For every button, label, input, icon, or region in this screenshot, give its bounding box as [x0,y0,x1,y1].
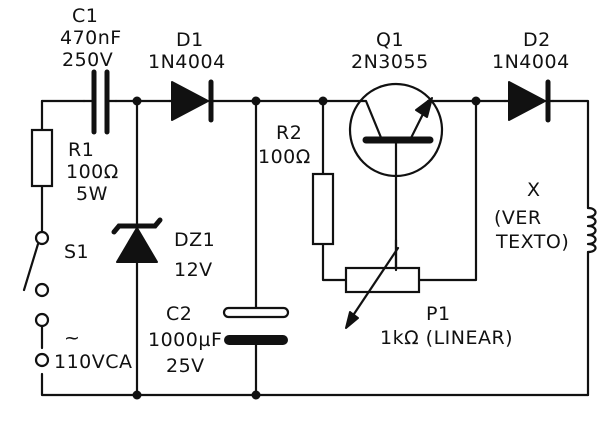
supply-terminal [34,352,50,368]
diode-d2 [503,79,555,123]
label-supply: 110VCA [54,351,133,373]
label-d2-ref: D2 [523,29,551,51]
junction-dot [318,96,328,106]
label-r1-value: 100Ω [66,161,119,183]
label-c1-value: 470nF [60,27,122,49]
label-d1-ref: D1 [176,29,204,51]
wire-p1-to-emitter [417,99,478,282]
label-x-note2: TEXTO) [495,231,569,253]
label-x-note1: (VER [494,207,542,229]
wire-r2-to-p1 [321,242,348,282]
label-r2-ref: R2 [276,122,302,144]
wire-supply-bottom [40,372,590,397]
transistor-q1 [348,82,444,178]
junction-dot [132,96,142,106]
label-d2-part: 1N4004 [492,51,570,73]
label-r1-ref: R1 [68,139,94,161]
potentiometer-p1 [344,238,421,329]
label-c1-rating: 250V [62,49,113,71]
label-d1-part: 1N4004 [148,51,226,73]
junctions [132,96,481,400]
label-dz1-ref: DZ1 [174,229,215,251]
junction-dot [251,96,261,106]
coil-load-x [586,206,597,254]
junction-dot [251,390,261,400]
label-r1-power: 5W [76,183,108,205]
label-c2-ref: C2 [166,303,192,325]
junction-dot [471,96,481,106]
capacitor-c1 [82,69,118,135]
label-c2-value: 1000µF [148,329,222,351]
label-q1-part: 2N3055 [351,51,429,73]
label-r2-value: 100Ω [258,146,311,168]
label-q1-ref: Q1 [376,29,404,51]
label-dz1-voltage: 12V [174,259,213,281]
resistor-r1 [30,128,54,188]
junction-dot [132,390,142,400]
label-c1-ref: C1 [72,5,98,27]
wires [40,99,590,397]
zener-dz1 [111,217,163,263]
diode-d1 [168,79,216,123]
label-c2-rating: 25V [166,355,205,377]
label-p1-value: 1kΩ (LINEAR) [380,327,513,349]
label-x-ref: X [527,179,541,201]
capacitor-c2 [222,306,290,345]
label-s1-ref: S1 [64,241,89,263]
labels: C1 470nF 250V D1 1N4004 Q1 2N3055 D2 1N4… [54,5,570,377]
label-p1-ref: P1 [426,303,451,325]
resistor-r2 [311,172,335,246]
wire-d2-to-load [551,99,590,210]
switch-s1 [22,230,50,328]
label-supply-symbol: ~ [64,327,80,349]
